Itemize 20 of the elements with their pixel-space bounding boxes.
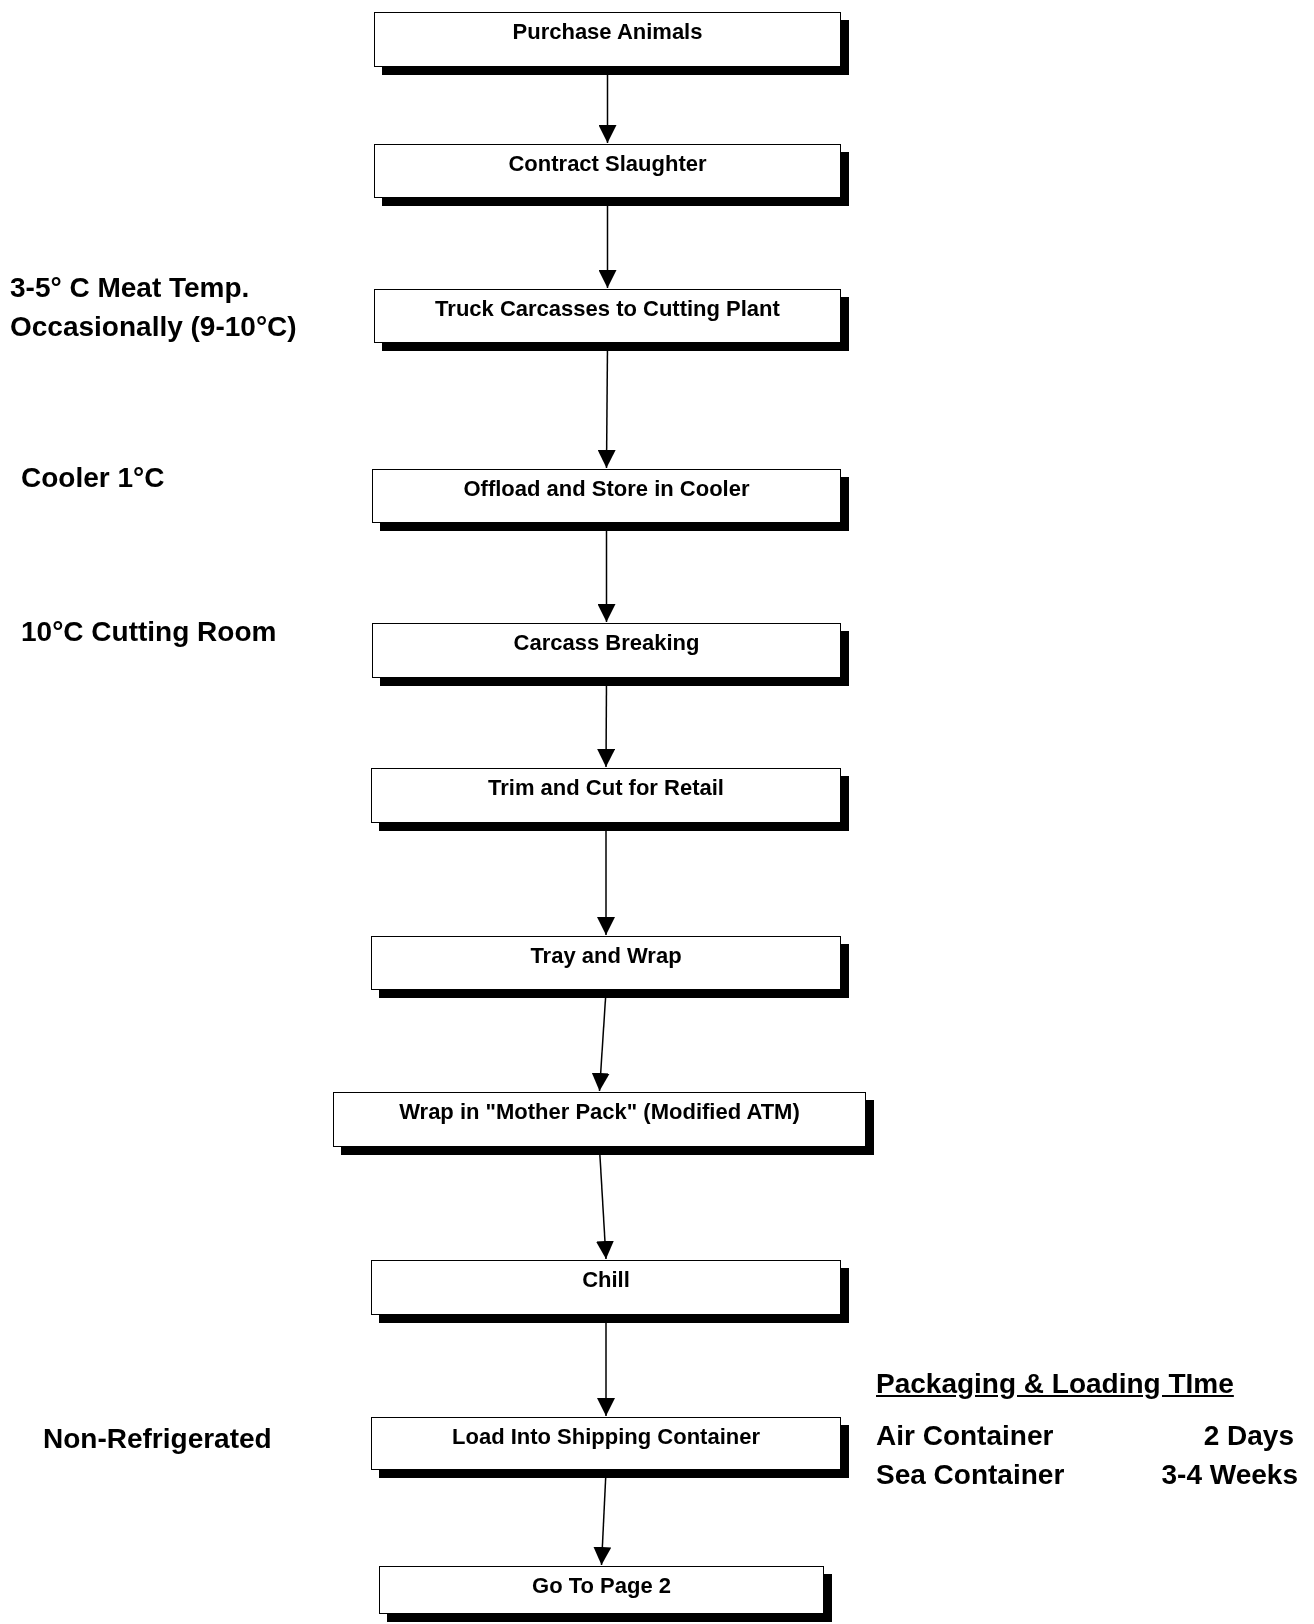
condition-note: 3-5° C Meat Temp. Occasionally (9-10°C) (10, 271, 298, 345)
step-label: Truck Carcasses to Cutting Plant (434, 296, 781, 322)
step-label: Offload and Store in Cooler (462, 476, 751, 502)
step-label: Wrap in "Mother Pack" (Modified ATM) (398, 1099, 801, 1125)
step-label: Chill (581, 1267, 631, 1293)
condition-note: 10°C Cutting Room (21, 615, 278, 649)
table-cell: 3-4 Weeks (1161, 1459, 1298, 1491)
table-heading: Packaging & Loading TIme (876, 1368, 1234, 1400)
step-label: Contract Slaughter (507, 151, 708, 177)
step-label: Go To Page 2 (531, 1573, 672, 1599)
condition-note: Non-Refrigerated (43, 1422, 273, 1456)
step-label: Tray and Wrap (529, 943, 683, 969)
step-label: Trim and Cut for Retail (487, 775, 725, 801)
condition-note: Cooler 1°C (21, 462, 165, 494)
table-cell: Air Container (876, 1420, 1054, 1452)
step-label: Carcass Breaking (512, 630, 701, 656)
step-label: Load Into Shipping Container (451, 1424, 761, 1450)
table-cell: Sea Container (876, 1459, 1065, 1491)
table-cell: 2 Days (1203, 1420, 1294, 1452)
step-label: Purchase Animals (511, 19, 704, 45)
